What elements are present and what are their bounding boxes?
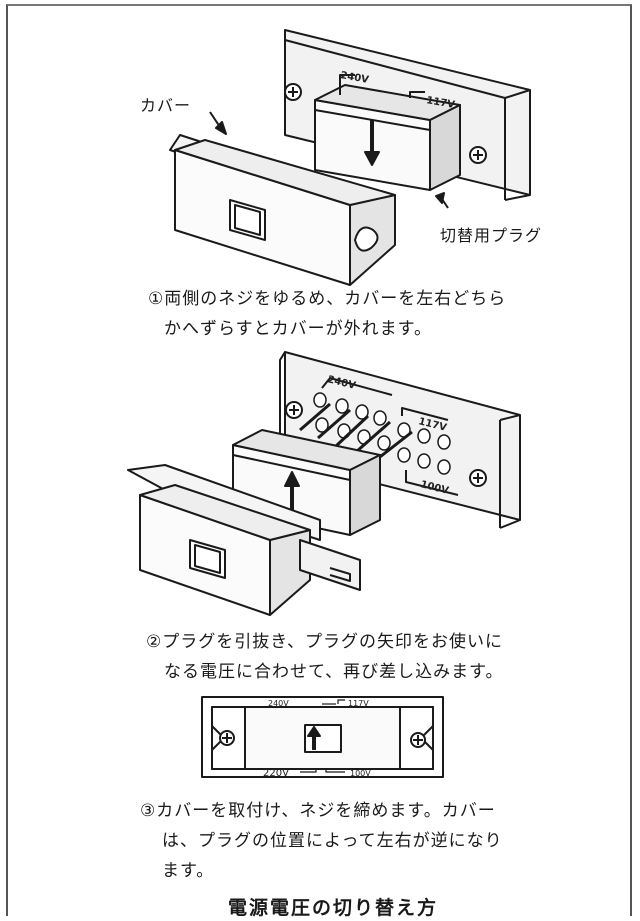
step3-100v-label: 100V xyxy=(350,769,371,778)
step1-caption-line1: ①両側のネジをゆるめ、カバーを左右どちら xyxy=(148,289,507,309)
cover-label: カバー xyxy=(140,96,192,115)
page-title: 電源電圧の切り替え方 xyxy=(228,897,439,919)
step1-right-screw-icon xyxy=(469,146,487,164)
step1-caption-line2: かへずらすとカバーが外れます。 xyxy=(164,319,432,339)
step3-240v-label: 240V xyxy=(268,699,289,708)
step3-plug xyxy=(304,724,342,753)
step3-right-screw-icon xyxy=(410,732,426,748)
page-border xyxy=(6,4,632,916)
step2-caption-line1: ②プラグを引抜き、プラグの矢印をお使いに xyxy=(146,632,504,652)
step3-up-arrow-icon xyxy=(307,726,321,750)
plug-label: 切替用プラグ xyxy=(440,226,543,245)
step2-240v-marker xyxy=(321,377,393,396)
step2-left-screw-icon xyxy=(285,401,303,419)
step1-down-arrow-icon xyxy=(364,120,380,166)
step1-240v-marker xyxy=(339,74,355,95)
plug-pointer-head xyxy=(435,192,445,204)
step3-caption-line2: は、プラグの位置によって左右が逆になり xyxy=(162,831,503,851)
step1-cover xyxy=(169,134,396,286)
step2-plug-pins xyxy=(299,402,413,462)
step1-240v-label: 240V xyxy=(339,70,369,86)
step2-right-screw-icon xyxy=(469,469,487,487)
step3-voltage-markers xyxy=(300,699,345,773)
step3-caption-line3: ます。 xyxy=(162,861,215,881)
step3-caption-line1: ③カバーを取付け、ネジを締めます。カバー xyxy=(140,801,496,821)
step3-220v-label: 220V xyxy=(263,768,289,779)
step1-left-screw-icon xyxy=(284,83,302,101)
step2-117v-marker xyxy=(401,407,449,421)
step3-117v-label: 117V xyxy=(348,699,369,708)
step2-caption-line2: なる電圧に合わせて、再び差し込みます。 xyxy=(164,662,504,682)
step2-up-arrow-icon xyxy=(284,471,300,510)
step3-left-screw-icon xyxy=(219,730,235,746)
cover-pointer-head xyxy=(215,121,227,135)
step2-cover xyxy=(127,464,361,616)
step2-100v-marker xyxy=(405,470,459,496)
step1-plug xyxy=(314,84,461,191)
step1-117v-marker xyxy=(409,91,425,98)
step1-117v-label: 117V xyxy=(425,95,455,111)
